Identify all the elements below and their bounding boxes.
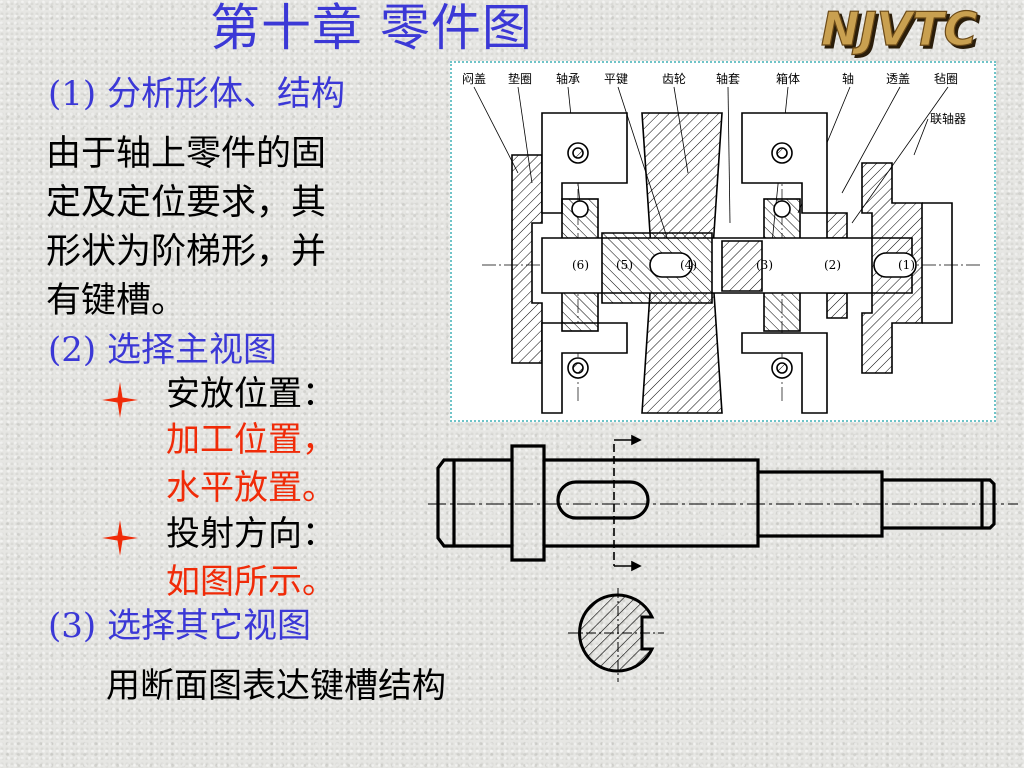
segment-label-2: (2) (824, 258, 841, 272)
paragraph-line-3: 形状为阶梯形，并 (46, 232, 327, 272)
bullet-2-label: 投射方向： (166, 514, 336, 554)
slide-title: 第十章 零件图 (210, 0, 533, 57)
four-point-star-bullet-icon (102, 520, 138, 556)
section-2-heading: (2) 选择主视图 (48, 330, 277, 370)
label-blind-cover: 闷盖 (462, 71, 486, 86)
segment-label-1: (1) (898, 258, 915, 272)
label-washer: 垫圈 (508, 71, 532, 86)
bullet-2-value: 如图所示。 (166, 562, 336, 602)
bullet-1-value-line-2: 水平放置。 (166, 468, 336, 508)
label-sleeve: 轴套 (716, 71, 740, 86)
paragraph-line-4: 有键槽。 (46, 281, 187, 321)
label-flat-key: 平键 (604, 72, 628, 86)
segment-label-4: (4) (680, 258, 697, 272)
section-3-heading: (3) 选择其它视图 (48, 606, 311, 646)
label-felt-ring: 毡圈 (934, 72, 958, 86)
shaft-main-view-drawing (428, 434, 1018, 572)
label-through-cover: 透盖 (886, 72, 910, 86)
four-point-star-bullet-icon (102, 382, 138, 418)
segment-label-6: (6) (572, 258, 589, 272)
svg-text:NJVTC: NJVTC (824, 5, 981, 58)
njvtc-logo-icon: NJVTC NJVTC (820, 2, 981, 58)
svg-text:NJVTC: NJVTC (821, 2, 978, 56)
section-1-heading: (1) 分析形体、结构 (48, 74, 345, 114)
label-gear: 齿轮 (662, 72, 686, 86)
section-1-paragraph: 由于轴上零件的固 定及定位要求，其 形状为阶梯形，并 有键槽。 (46, 130, 326, 326)
bullet-1-label: 安放位置： (166, 374, 336, 414)
keyway-cross-section-drawing (568, 588, 664, 682)
label-coupling: 联轴器 (930, 111, 966, 126)
label-housing: 箱体 (776, 71, 800, 86)
assembly-drawing-svg: 闷盖 垫圈 轴承 平键 齿轮 轴套 箱体 轴 透盖 毡圈 联轴器 (462, 71, 982, 414)
section-3-description: 用断面图表达键槽结构 (106, 666, 446, 706)
paragraph-line-2: 定及定位要求，其 (46, 183, 327, 223)
segment-label-5: (5) (616, 258, 633, 272)
segment-label-3: (3) (756, 258, 773, 272)
label-bearing: 轴承 (556, 71, 580, 86)
assembly-drawing: 闷盖 垫圈 轴承 平键 齿轮 轴套 箱体 轴 透盖 毡圈 联轴器 (450, 61, 996, 422)
bullet-1-value-line-1: 加工位置， (166, 420, 336, 460)
label-shaft: 轴 (842, 71, 854, 86)
paragraph-line-1: 由于轴上零件的固 (46, 134, 327, 174)
